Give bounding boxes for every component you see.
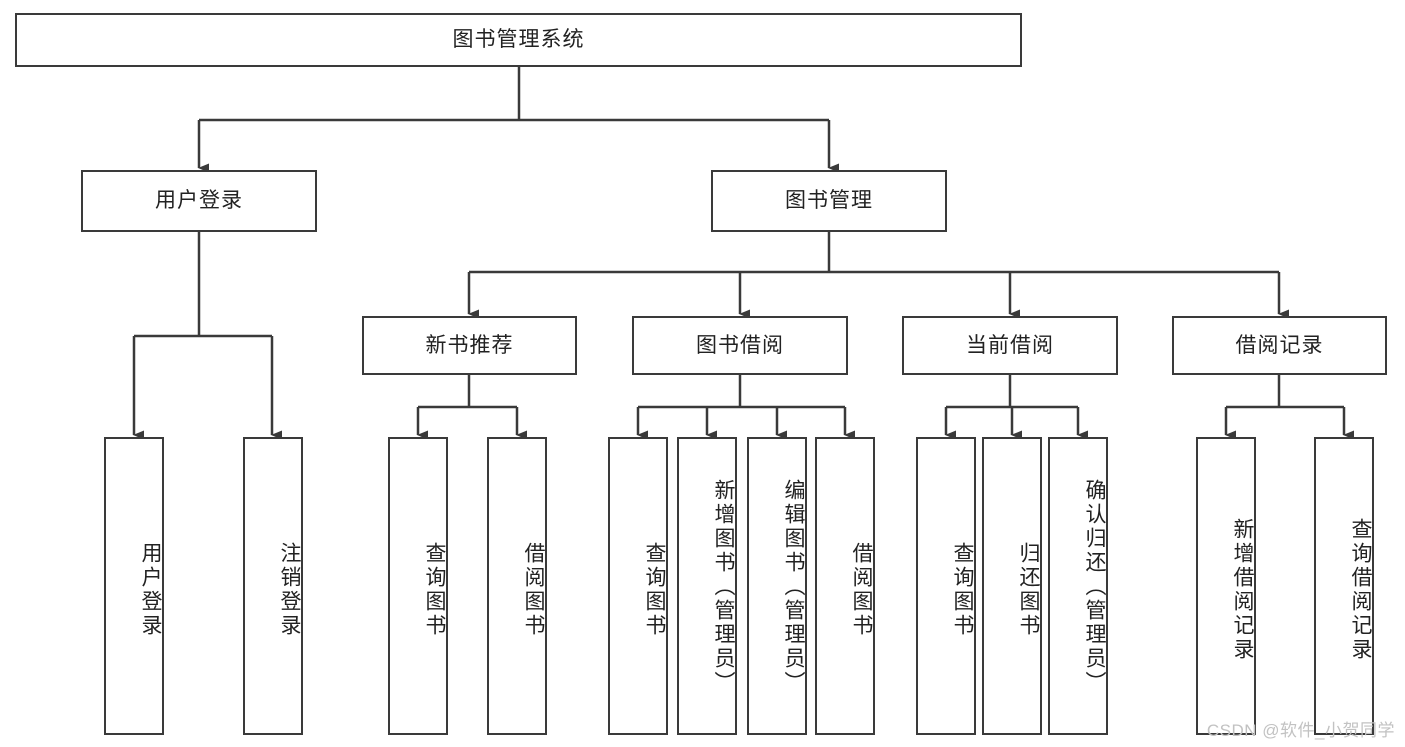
- node-user-login[interactable]: 用户登录: [81, 170, 317, 232]
- node-root[interactable]: 图书管理系统: [15, 13, 1022, 67]
- node-book-borrow[interactable]: 图书借阅: [632, 316, 848, 375]
- node-leaf-borrow-book[interactable]: 借阅图书: [815, 437, 875, 735]
- tree-edges: [132, 67, 1354, 440]
- node-label-leaf-logout: 注销登录: [278, 542, 301, 638]
- node-label-leaf-return-book: 归还图书: [1017, 542, 1040, 638]
- node-label-new-book-recommend: 新书推荐: [425, 333, 514, 357]
- node-leaf-borrow-book-recommend[interactable]: 借阅图书: [487, 437, 547, 735]
- node-borrow-record[interactable]: 借阅记录: [1172, 316, 1387, 375]
- node-leaf-confirm-return[interactable]: 确认归还（管理员）: [1048, 437, 1108, 735]
- node-label-leaf-query-borrow-record: 查询借阅记录: [1349, 518, 1372, 662]
- node-label-leaf-add-borrow-record: 新增借阅记录: [1231, 518, 1254, 662]
- node-leaf-logout[interactable]: 注销登录: [243, 437, 303, 735]
- node-leaf-add-book[interactable]: 新增图书（管理员）: [677, 437, 737, 735]
- node-leaf-query-book-current[interactable]: 查询图书: [916, 437, 976, 735]
- node-label-current-borrow: 当前借阅: [966, 333, 1054, 357]
- node-label-book-borrow: 图书借阅: [696, 333, 784, 357]
- node-label-leaf-query-book-borrow: 查询图书: [643, 542, 666, 638]
- node-leaf-return-book[interactable]: 归还图书: [982, 437, 1042, 735]
- node-label-leaf-confirm-return: 确认归还（管理员）: [1083, 479, 1106, 695]
- node-label-root: 图书管理系统: [452, 28, 585, 52]
- node-new-book-recommend[interactable]: 新书推荐: [362, 316, 577, 375]
- node-current-borrow[interactable]: 当前借阅: [902, 316, 1118, 375]
- node-label-book-manage: 图书管理: [785, 189, 873, 213]
- node-label-leaf-borrow-book: 借阅图书: [850, 542, 873, 638]
- node-leaf-add-borrow-record[interactable]: 新增借阅记录: [1196, 437, 1256, 735]
- node-book-manage[interactable]: 图书管理: [711, 170, 947, 232]
- node-label-leaf-edit-book: 编辑图书（管理员）: [782, 479, 805, 695]
- node-leaf-query-book-borrow[interactable]: 查询图书: [608, 437, 668, 735]
- node-label-user-login: 用户登录: [155, 189, 243, 213]
- node-leaf-query-borrow-record[interactable]: 查询借阅记录: [1314, 437, 1374, 735]
- node-label-leaf-add-book: 新增图书（管理员）: [712, 479, 735, 695]
- node-leaf-query-book-recommend[interactable]: 查询图书: [388, 437, 448, 735]
- node-label-borrow-record: 借阅记录: [1235, 333, 1324, 357]
- node-label-leaf-query-book-current: 查询图书: [951, 542, 974, 638]
- node-label-leaf-borrow-book-recommend: 借阅图书: [522, 542, 545, 638]
- node-label-leaf-query-book-recommend: 查询图书: [423, 542, 446, 638]
- node-label-leaf-user-login: 用户登录: [139, 542, 162, 638]
- node-leaf-user-login[interactable]: 用户登录: [104, 437, 164, 735]
- node-leaf-edit-book[interactable]: 编辑图书（管理员）: [747, 437, 807, 735]
